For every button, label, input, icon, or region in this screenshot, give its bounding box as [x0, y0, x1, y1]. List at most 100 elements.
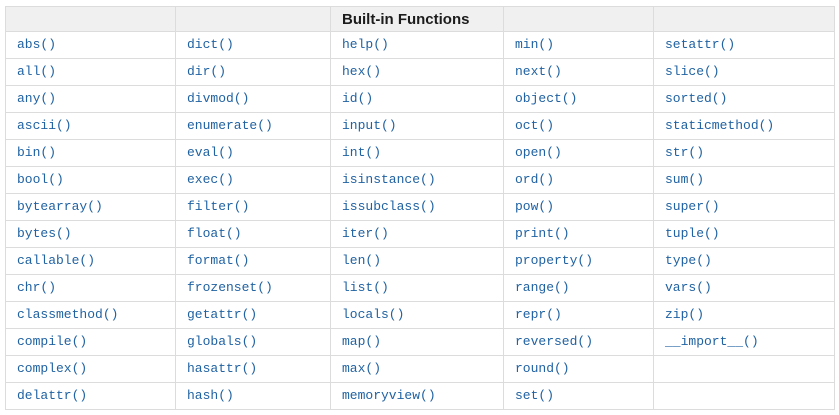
function-link[interactable]: bytes()	[17, 226, 72, 241]
function-link[interactable]: sum()	[665, 172, 705, 187]
table-cell: complex()	[5, 355, 176, 383]
function-link[interactable]: pow()	[515, 199, 555, 214]
function-link[interactable]: dict()	[187, 37, 234, 52]
function-link[interactable]: tuple()	[665, 226, 720, 241]
table-cell: setattr()	[653, 31, 835, 59]
table-row: any() divmod() id() object() sorted()	[5, 85, 835, 113]
function-link[interactable]: dir()	[187, 64, 227, 79]
function-link[interactable]: map()	[342, 334, 382, 349]
table-row: bool() exec() isinstance() ord() sum()	[5, 166, 835, 194]
function-link[interactable]: super()	[665, 199, 720, 214]
function-link[interactable]: frozenset()	[187, 280, 273, 295]
table-cell: range()	[503, 274, 654, 302]
function-link[interactable]: filter()	[187, 199, 250, 214]
function-link[interactable]: globals()	[187, 334, 258, 349]
function-link[interactable]: divmod()	[187, 91, 250, 106]
table-title: Built-in Functions	[330, 6, 504, 32]
table-cell: len()	[330, 247, 504, 275]
table-cell: map()	[330, 328, 504, 356]
function-link[interactable]: chr()	[17, 280, 57, 295]
function-link[interactable]: int()	[342, 145, 382, 160]
function-link[interactable]: __import__()	[665, 334, 759, 349]
table-cell: int()	[330, 139, 504, 167]
function-link[interactable]: type()	[665, 253, 712, 268]
function-link[interactable]: object()	[515, 91, 578, 106]
function-link[interactable]: range()	[515, 280, 570, 295]
function-link[interactable]: getattr()	[187, 307, 258, 322]
function-link[interactable]: compile()	[17, 334, 88, 349]
table-cell: bytes()	[5, 220, 176, 248]
table-cell: ord()	[503, 166, 654, 194]
function-link[interactable]: abs()	[17, 37, 57, 52]
function-link[interactable]: id()	[342, 91, 374, 106]
function-link[interactable]: eval()	[187, 145, 234, 160]
function-link[interactable]: complex()	[17, 361, 88, 376]
table-cell: memoryview()	[330, 382, 504, 410]
function-link[interactable]: bytearray()	[17, 199, 103, 214]
table-cell: __import__()	[653, 328, 835, 356]
function-link[interactable]: float()	[187, 226, 242, 241]
function-link[interactable]: isinstance()	[342, 172, 436, 187]
header-cell-empty-1	[5, 6, 176, 32]
builtin-functions-table: Built-in Functions abs() dict() help() min(…	[5, 6, 835, 410]
function-link[interactable]: staticmethod()	[665, 118, 775, 133]
function-link[interactable]: vars()	[665, 280, 712, 295]
function-link[interactable]: callable()	[17, 253, 96, 268]
function-link[interactable]: exec()	[187, 172, 234, 187]
function-link[interactable]: str()	[665, 145, 705, 160]
function-link[interactable]: classmethod()	[17, 307, 119, 322]
table-cell: hex()	[330, 58, 504, 86]
function-link[interactable]: repr()	[515, 307, 562, 322]
function-link[interactable]: help()	[342, 37, 389, 52]
function-link[interactable]: property()	[515, 253, 594, 268]
table-cell: float()	[175, 220, 331, 248]
function-link[interactable]: ascii()	[17, 118, 72, 133]
function-link[interactable]: delattr()	[17, 388, 88, 403]
table-cell: filter()	[175, 193, 331, 221]
function-link[interactable]: all()	[17, 64, 57, 79]
function-link[interactable]: zip()	[665, 307, 705, 322]
function-link[interactable]: slice()	[665, 64, 720, 79]
table-cell: pow()	[503, 193, 654, 221]
function-link[interactable]: next()	[515, 64, 562, 79]
table-cell: bool()	[5, 166, 176, 194]
function-link[interactable]: list()	[342, 280, 389, 295]
function-link[interactable]: bin()	[17, 145, 57, 160]
table-cell	[653, 382, 835, 410]
function-link[interactable]: issubclass()	[342, 199, 436, 214]
table-cell: object()	[503, 85, 654, 113]
table-cell: dir()	[175, 58, 331, 86]
table-cell: hasattr()	[175, 355, 331, 383]
table-cell: tuple()	[653, 220, 835, 248]
function-link[interactable]: setattr()	[665, 37, 736, 52]
table-cell: ascii()	[5, 112, 176, 140]
function-link[interactable]: input()	[342, 118, 397, 133]
table-cell: divmod()	[175, 85, 331, 113]
function-link[interactable]: reversed()	[515, 334, 594, 349]
function-link[interactable]: sorted()	[665, 91, 728, 106]
function-link[interactable]: min()	[515, 37, 555, 52]
table-row: chr() frozenset() list() range() vars()	[5, 274, 835, 302]
function-link[interactable]: hash()	[187, 388, 234, 403]
function-link[interactable]: bool()	[17, 172, 64, 187]
function-link[interactable]: format()	[187, 253, 250, 268]
function-link[interactable]: max()	[342, 361, 382, 376]
table-cell: dict()	[175, 31, 331, 59]
table-cell: reversed()	[503, 328, 654, 356]
function-link[interactable]: len()	[342, 253, 382, 268]
function-link[interactable]: hex()	[342, 64, 382, 79]
function-link[interactable]: any()	[17, 91, 57, 106]
function-link[interactable]: locals()	[342, 307, 405, 322]
function-link[interactable]: enumerate()	[187, 118, 273, 133]
function-link[interactable]: iter()	[342, 226, 389, 241]
function-link[interactable]: open()	[515, 145, 562, 160]
function-link[interactable]: oct()	[515, 118, 555, 133]
function-link[interactable]: hasattr()	[187, 361, 258, 376]
function-link[interactable]: ord()	[515, 172, 555, 187]
table-cell: property()	[503, 247, 654, 275]
table-cell: slice()	[653, 58, 835, 86]
function-link[interactable]: print()	[515, 226, 570, 241]
function-link[interactable]: round()	[515, 361, 570, 376]
function-link[interactable]: memoryview()	[342, 388, 436, 403]
function-link[interactable]: set()	[515, 388, 555, 403]
